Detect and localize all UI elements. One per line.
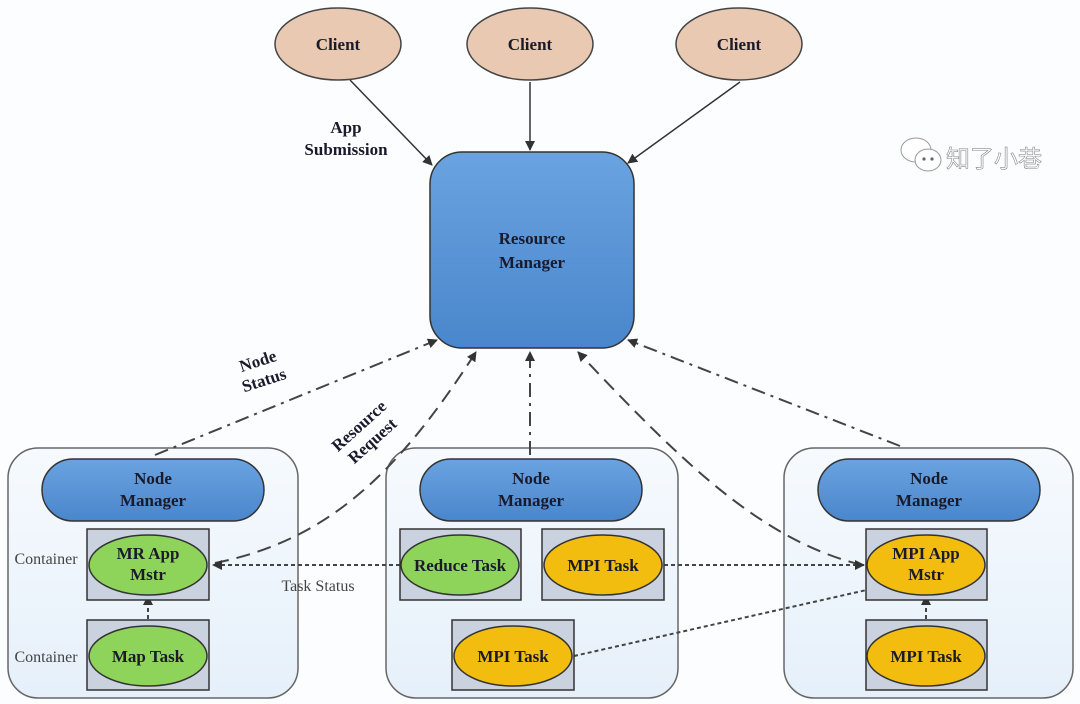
svg-text:Mstr: Mstr bbox=[130, 565, 166, 584]
client-1: Client bbox=[274, 7, 402, 81]
container-mpi-task-2: MPI Task bbox=[451, 619, 575, 691]
container-mpi-task-1: MPI Task bbox=[541, 528, 665, 601]
svg-text:Manager: Manager bbox=[498, 491, 565, 510]
node-status-arrow-1 bbox=[154, 338, 438, 456]
task-status-label: Task Status bbox=[281, 578, 354, 595]
container-label-2: Container bbox=[14, 649, 78, 666]
svg-text:Client: Client bbox=[717, 35, 762, 54]
submission-arrow-3 bbox=[627, 81, 741, 164]
container-label-1: Container bbox=[14, 551, 78, 568]
svg-text:Node: Node bbox=[910, 469, 948, 488]
resource-request-arrow-1 bbox=[214, 351, 477, 564]
submission-arrow-1 bbox=[349, 79, 433, 166]
svg-text:Resource: Resource bbox=[499, 229, 566, 248]
wechat-watermark: 知了小巷 bbox=[900, 137, 1042, 173]
app-submission-label: App bbox=[330, 118, 361, 137]
client-2: Client bbox=[466, 7, 594, 81]
svg-text:Manager: Manager bbox=[499, 253, 566, 272]
container-map-task: Map Task bbox=[86, 619, 210, 691]
resource-manager: Resource Manager bbox=[429, 151, 635, 349]
node-status-label: Node Status bbox=[237, 346, 289, 396]
svg-text:Client: Client bbox=[508, 35, 553, 54]
svg-text:Manager: Manager bbox=[120, 491, 187, 510]
svg-text:MR App: MR App bbox=[117, 544, 180, 563]
svg-text:MPI App: MPI App bbox=[892, 544, 960, 563]
svg-text:MPI Task: MPI Task bbox=[890, 647, 962, 666]
container-reduce-task: Reduce Task bbox=[399, 528, 522, 601]
task-status-arrow-mpi-2 bbox=[573, 584, 881, 657]
svg-text:MPI Task: MPI Task bbox=[567, 556, 639, 575]
app-submission-label-2: Submission bbox=[304, 140, 388, 159]
svg-text:Map Task: Map Task bbox=[112, 647, 185, 666]
client-3: Client bbox=[675, 7, 803, 81]
svg-text:Manager: Manager bbox=[896, 491, 963, 510]
node-status-arrow-3 bbox=[627, 338, 901, 447]
wechat-icon bbox=[900, 137, 942, 172]
svg-text:Client: Client bbox=[316, 35, 361, 54]
container-mpi-task-3: MPI Task bbox=[865, 619, 988, 691]
svg-text:知了小巷: 知了小巷 bbox=[946, 145, 1042, 173]
svg-text:Node: Node bbox=[134, 469, 172, 488]
resource-request-arrow-2 bbox=[577, 351, 863, 566]
svg-text:Mstr: Mstr bbox=[908, 565, 944, 584]
svg-text:Reduce Task: Reduce Task bbox=[414, 556, 507, 575]
svg-text:MPI Task: MPI Task bbox=[477, 647, 549, 666]
svg-text:Node: Node bbox=[512, 469, 550, 488]
